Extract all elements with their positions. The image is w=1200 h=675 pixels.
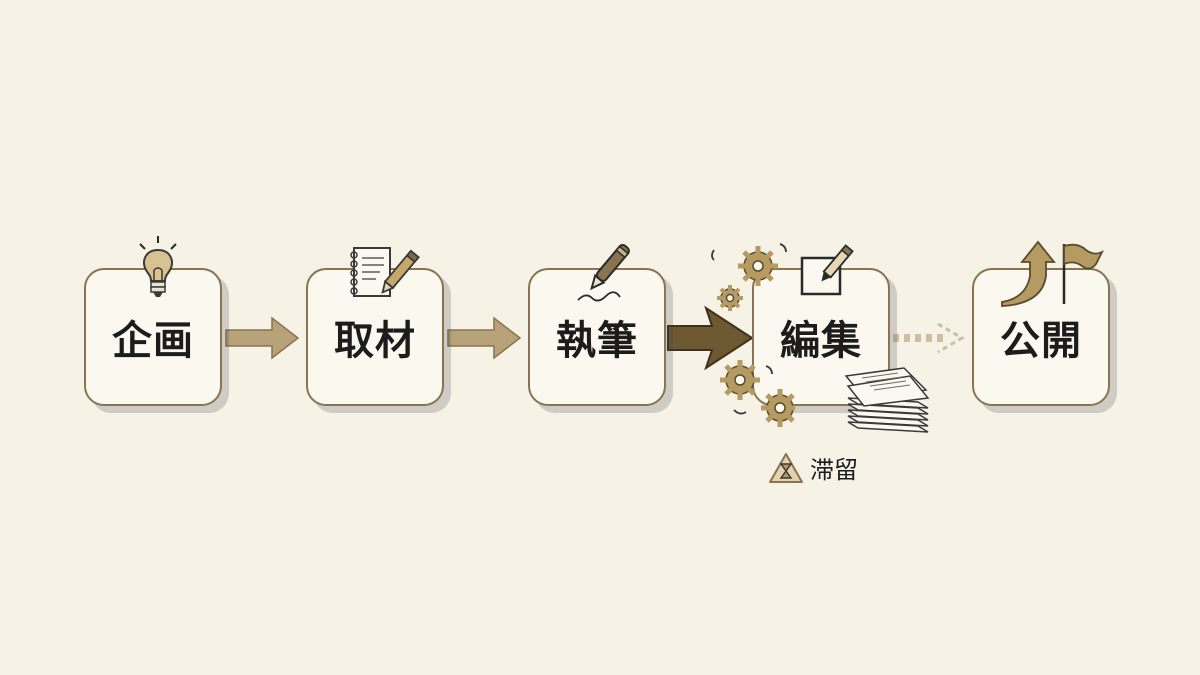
arrow-1-2 xyxy=(225,316,300,360)
edit-checkbox-icon xyxy=(800,244,854,296)
step-label: 編集 xyxy=(780,318,862,364)
step-label: 取材 xyxy=(334,318,416,364)
gear-icon xyxy=(738,246,778,286)
gears-icon xyxy=(711,243,795,427)
pen-writing-icon xyxy=(577,243,630,302)
arrow-4-5-dashed xyxy=(893,322,965,354)
arrow-3-4-bold xyxy=(667,305,754,371)
notebook-pencil-icon xyxy=(350,247,420,297)
warning-hourglass-icon xyxy=(769,452,803,483)
bottleneck-marker: 滞留 xyxy=(768,450,858,485)
step-label: 執筆 xyxy=(556,318,638,364)
lightbulb-icon xyxy=(139,236,177,297)
arrow-2-3 xyxy=(447,316,522,360)
step-card-writing: 執筆 xyxy=(528,268,666,406)
step-label: 企画 xyxy=(112,318,194,364)
step-label: 公開 xyxy=(1000,318,1082,364)
bottleneck-label: 滞留 xyxy=(810,456,858,484)
paper-stack-icon xyxy=(844,367,930,433)
arrow-flag-icon xyxy=(1001,240,1104,307)
